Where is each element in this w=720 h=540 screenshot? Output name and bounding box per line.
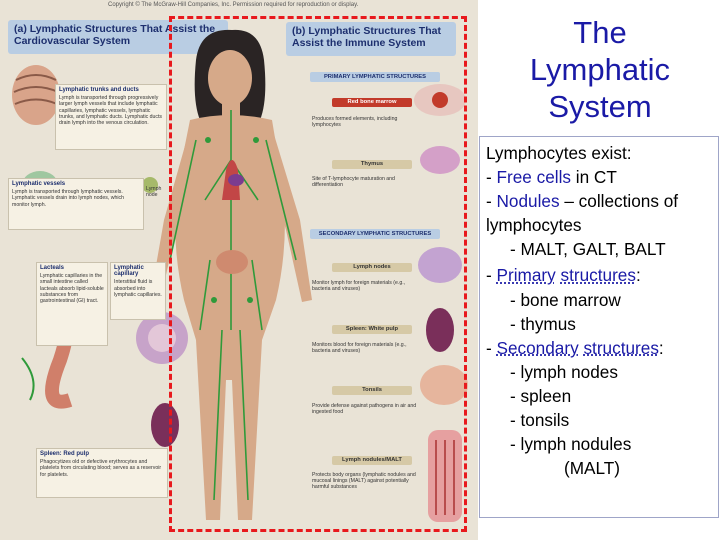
nodules-continuation: lymphocytes [486, 213, 714, 237]
secondary-line: - Secondary structures: [486, 336, 714, 360]
nodules-term: Nodules [497, 191, 560, 211]
lacteals-card: Lacteals Lymphatic capillaries in the sm… [36, 262, 108, 346]
ribcage-icon [12, 65, 60, 125]
lymphatic-vessels-card: Lymphatic vessels Lymph is transported t… [8, 178, 144, 230]
bullet-dash: - [486, 167, 497, 187]
malt-paren: (MALT) [486, 456, 714, 480]
capillary-card: Lymphatic capillary Interstitial fluid i… [110, 262, 166, 320]
notes-heading: Lymphocytes exist: [486, 141, 714, 165]
primary-item: - thymus [486, 312, 714, 336]
nodules-suffix: – collections of [560, 191, 678, 211]
title-line-1: The [500, 14, 700, 51]
secondary-term: Secondary [497, 338, 579, 358]
bullet-dash: - [486, 338, 497, 358]
slide-title: The Lymphatic System [500, 14, 700, 125]
free-cells-term: Free cells [497, 167, 572, 187]
free-cells-line: - Free cells in CT [486, 165, 714, 189]
colon: : [636, 265, 641, 285]
capillary-text: Interstitial fluid is absorbed into lymp… [114, 279, 162, 298]
lacteals-title: Lacteals [40, 265, 104, 271]
secondary-item: - lymph nodules [486, 432, 714, 456]
title-line-3: System [500, 88, 700, 125]
nodules-examples: - MALT, GALT, BALT [486, 237, 714, 261]
colon: : [659, 338, 664, 358]
bullet-dash: - [486, 191, 497, 211]
free-cells-suffix: in CT [571, 167, 617, 187]
spleen-red-card: Spleen: Red pulp Phagocytizes old or def… [36, 448, 168, 498]
highlight-dashed-frame [169, 16, 467, 532]
spleen-red-text: Phagocytizes old or defective erythrocyt… [40, 459, 164, 478]
secondary-item: - lymph nodes [486, 360, 714, 384]
trunks-ducts-title: Lymphatic trunks and ducts [59, 87, 163, 93]
bullet-dash: - [486, 265, 497, 285]
title-line-2: Lymphatic [500, 51, 700, 88]
primary-item: - bone marrow [486, 288, 714, 312]
secondary-structures-term: structures [583, 338, 658, 358]
lymphatic-vessels-title: Lymphatic vessels [12, 181, 140, 187]
primary-term: Primary [497, 265, 556, 285]
capillary-title: Lymphatic capillary [114, 265, 162, 277]
trunks-ducts-card: Lymphatic trunks and ducts Lymph is tran… [55, 84, 167, 150]
lymphatic-vessels-text: Lymph is transported through lymphatic v… [12, 189, 140, 208]
lacteals-text: Lymphatic capillaries in the small intes… [40, 273, 104, 304]
nodules-line: - Nodules – collections of [486, 189, 714, 213]
spleen-red-title: Spleen: Red pulp [40, 451, 164, 457]
primary-structures-term: structures [560, 265, 635, 285]
secondary-item: - tonsils [486, 408, 714, 432]
secondary-item: - spleen [486, 384, 714, 408]
notes-textbox: Lymphocytes exist: - Free cells in CT - … [479, 136, 719, 518]
trunks-ducts-text: Lymph is transported through progressive… [59, 95, 163, 126]
lymph-node-tag: Lymph node [146, 186, 168, 198]
primary-line: - Primary structures: [486, 263, 714, 287]
